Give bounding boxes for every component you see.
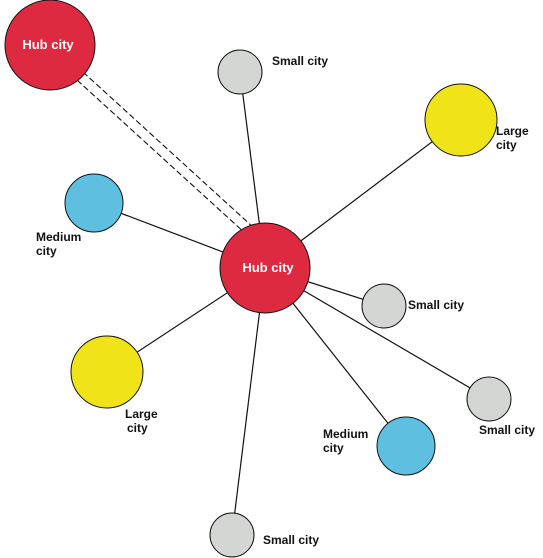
medium-city-label-bottom-line1: Medium — [323, 427, 368, 441]
small-city-node-bottom — [209, 512, 255, 558]
hub-city-node-center — [219, 222, 311, 314]
medium-city-label-left-line2: city — [36, 244, 57, 258]
large-city-label-left-line1: Large — [125, 407, 158, 421]
small-city-label-right: Small city — [408, 298, 464, 312]
small-city-label-top: Small city — [272, 54, 328, 68]
large-city-label-left-line2: city — [127, 421, 148, 435]
small-city-node-far-right — [466, 376, 512, 422]
large-city-node-left — [70, 335, 144, 409]
small-city-label-bottom: Small city — [263, 533, 319, 547]
labels: Hub city Hub city Small city Large city … — [22, 37, 535, 547]
connection-hub-to-hub-b — [76, 79, 247, 235]
small-city-label-far-right: Small city — [479, 423, 535, 437]
medium-city-node-bottom — [376, 416, 436, 476]
large-city-label-right-line2: city — [496, 138, 517, 152]
large-city-label-right-line1: Large — [496, 124, 529, 138]
hub-city-label-top: Hub city — [22, 37, 74, 52]
medium-city-label-bottom-line2: city — [323, 441, 344, 455]
hub-city-node-top — [4, 0, 96, 91]
nodes — [4, 0, 512, 558]
medium-city-label-left-line1: Medium — [36, 230, 81, 244]
medium-city-node-left — [64, 173, 124, 233]
small-city-node-right — [361, 283, 407, 329]
connection-hub-to-hub-a — [82, 71, 255, 229]
large-city-node-right — [424, 83, 498, 157]
hub-city-label-center: Hub city — [242, 260, 294, 275]
small-city-node-top — [217, 49, 263, 95]
